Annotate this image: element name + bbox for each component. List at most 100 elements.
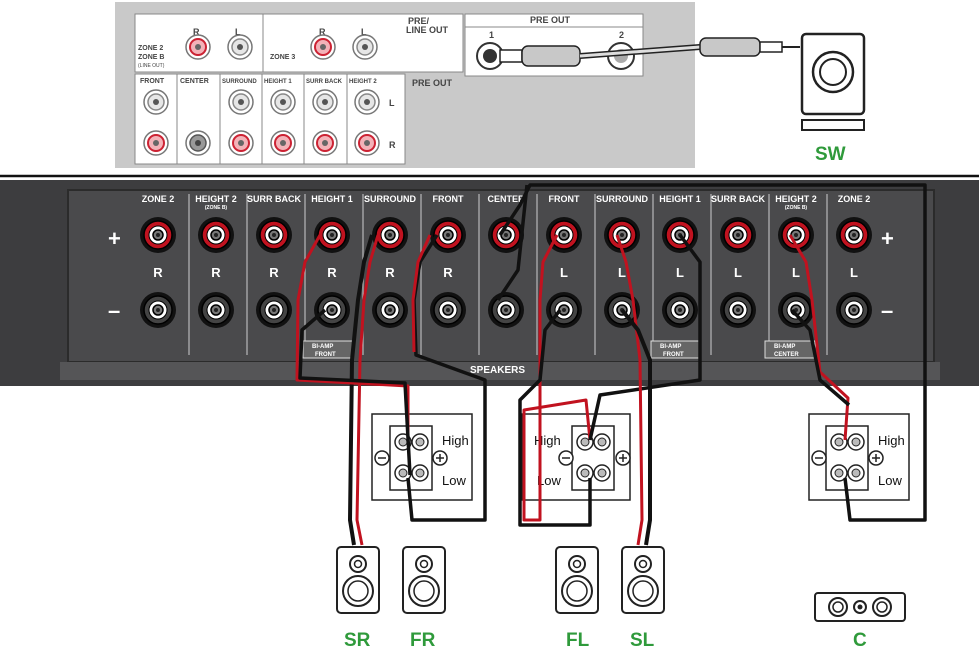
speaker-fr-label: FR bbox=[410, 630, 436, 651]
biamp-front-tag-l: BI-AMP FRONT bbox=[650, 340, 702, 359]
line-out-label: LINE OUT bbox=[406, 25, 449, 35]
zone2-l-letter: L bbox=[235, 27, 241, 37]
terminal-side-letter-3: R bbox=[327, 265, 337, 280]
terminal-side-letter-1: R bbox=[211, 265, 221, 280]
ch-label-height1: HEIGHT 1 bbox=[264, 79, 292, 85]
terminal-subheader-1: (ZONE B) bbox=[205, 205, 228, 211]
terminal-post-positive-10 bbox=[719, 216, 757, 254]
terminal-header-2: SURR BACK bbox=[247, 194, 302, 204]
terminal-header-9: HEIGHT 1 bbox=[659, 194, 701, 204]
speaker-fl-icon bbox=[555, 546, 599, 614]
zone2-label: ZONE 2 bbox=[138, 45, 163, 52]
biamp-box-1 bbox=[371, 413, 473, 501]
biamp-box-2-high: High bbox=[534, 433, 561, 448]
ch-label-front: FRONT bbox=[140, 78, 165, 85]
terminal-post-negative-9 bbox=[661, 291, 699, 329]
terminal-post-negative-12 bbox=[835, 291, 873, 329]
biamp-center-tag-line2: CENTER bbox=[774, 352, 799, 358]
terminal-post-positive-1 bbox=[197, 216, 235, 254]
speaker-c-label: C bbox=[853, 630, 867, 651]
speaker-c-icon bbox=[814, 592, 906, 622]
biamp-front-tag-r-line1: BI-AMP bbox=[312, 344, 333, 350]
terminal-header-4: SURROUND bbox=[364, 194, 417, 204]
biamp-front-tag-l-line1: BI-AMP bbox=[660, 344, 681, 350]
channel-label-row: FRONT CENTER SURROUND HEIGHT 1 SURR BACK… bbox=[140, 78, 377, 85]
terminal-side-letter-11: L bbox=[792, 265, 800, 280]
terminal-side-letter-5: R bbox=[443, 265, 453, 280]
biamp-front-tag-r-line2: FRONT bbox=[315, 352, 336, 358]
terminal-side-letter-4: R bbox=[385, 265, 395, 280]
terminal-post-negative-5 bbox=[429, 291, 467, 329]
speaker-sr-icon bbox=[336, 546, 380, 614]
biamp-front-tag-l-line2: FRONT bbox=[663, 352, 684, 358]
plus-right: + bbox=[881, 226, 894, 251]
terminal-header-5: FRONT bbox=[433, 194, 464, 204]
speaker-terminal-panel bbox=[0, 180, 979, 386]
terminal-post-negative-1 bbox=[197, 291, 235, 329]
terminal-post-negative-0 bbox=[139, 291, 177, 329]
terminal-side-letter-2: R bbox=[269, 265, 279, 280]
biamp-center-tag-line1: BI-AMP bbox=[774, 344, 795, 350]
terminal-subheader-11: (ZONE B) bbox=[785, 205, 808, 211]
preout-r-letter: R bbox=[389, 140, 396, 150]
ch-label-surround: SURROUND bbox=[222, 79, 257, 85]
preout-l-letter: L bbox=[389, 98, 395, 108]
zoneb-label: ZONE B bbox=[138, 54, 164, 61]
subwoofer-label: SW bbox=[815, 144, 846, 165]
plus-left: + bbox=[108, 226, 121, 251]
terminal-post-positive-0 bbox=[139, 216, 177, 254]
terminal-side-letter-12: L bbox=[850, 265, 858, 280]
terminal-side-letter-9: L bbox=[676, 265, 684, 280]
ch-label-surrback: SURR BACK bbox=[306, 79, 343, 85]
zone2-r-letter: R bbox=[193, 27, 200, 37]
subwoofer-rca-cable bbox=[476, 37, 800, 70]
pre-out-label: PRE OUT bbox=[412, 78, 453, 88]
pre-line-out-label: PRE/ bbox=[408, 16, 430, 26]
ch-label-height2: HEIGHT 2 bbox=[349, 79, 377, 85]
terminal-post-negative-2 bbox=[255, 291, 293, 329]
terminal-header-11: HEIGHT 2 bbox=[775, 194, 817, 204]
terminal-header-12: ZONE 2 bbox=[838, 194, 871, 204]
pre-out-header: PRE OUT bbox=[530, 15, 571, 25]
subwoofer-icon bbox=[800, 32, 866, 131]
terminal-post-negative-10 bbox=[719, 291, 757, 329]
speaker-sl-label: SL bbox=[630, 630, 655, 651]
terminal-post-negative-3 bbox=[313, 291, 351, 329]
terminal-header-7: FRONT bbox=[549, 194, 580, 204]
zone3-r-letter: R bbox=[319, 27, 326, 37]
speakers-label: SPEAKERS bbox=[470, 365, 525, 376]
biamp-box-1-low: Low bbox=[442, 473, 466, 488]
terminal-post-positive-6 bbox=[487, 216, 525, 254]
biamp-front-tag-r: BI-AMP FRONT bbox=[302, 340, 354, 359]
terminal-post-negative-6 bbox=[487, 291, 525, 329]
speaker-fl-label: FL bbox=[566, 630, 590, 651]
speaker-fr-icon bbox=[402, 546, 446, 614]
ch-label-center: CENTER bbox=[180, 78, 209, 85]
terminal-header-1: HEIGHT 2 bbox=[195, 194, 237, 204]
speaker-wires bbox=[295, 183, 927, 546]
zone3-label: ZONE 3 bbox=[270, 54, 295, 61]
terminal-header-8: SURROUND bbox=[596, 194, 649, 204]
minus-right: – bbox=[881, 298, 893, 323]
lineout-label: (LINE OUT) bbox=[138, 63, 165, 69]
terminal-side-letter-0: R bbox=[153, 265, 163, 280]
terminal-header-0: ZONE 2 bbox=[142, 194, 175, 204]
terminal-post-negative-11 bbox=[777, 291, 815, 329]
speaker-sl-icon bbox=[621, 546, 665, 614]
biamp-box-3 bbox=[808, 413, 910, 501]
terminal-post-positive-2 bbox=[255, 216, 293, 254]
biamp-box-3-high: High bbox=[878, 433, 905, 448]
terminal-side-letter-7: L bbox=[560, 265, 568, 280]
terminal-side-letter-8: L bbox=[618, 265, 626, 280]
terminal-post-positive-12 bbox=[835, 216, 873, 254]
biamp-center-tag: BI-AMP CENTER bbox=[764, 340, 816, 359]
terminal-header-10: SURR BACK bbox=[711, 194, 766, 204]
terminal-header-6: CENTER bbox=[487, 194, 525, 204]
pre-out-1-label: 1 bbox=[489, 30, 494, 40]
terminal-side-letter-10: L bbox=[734, 265, 742, 280]
biamp-box-1-high: High bbox=[442, 433, 469, 448]
biamp-box-2-low: Low bbox=[537, 473, 561, 488]
terminal-header-3: HEIGHT 1 bbox=[311, 194, 353, 204]
